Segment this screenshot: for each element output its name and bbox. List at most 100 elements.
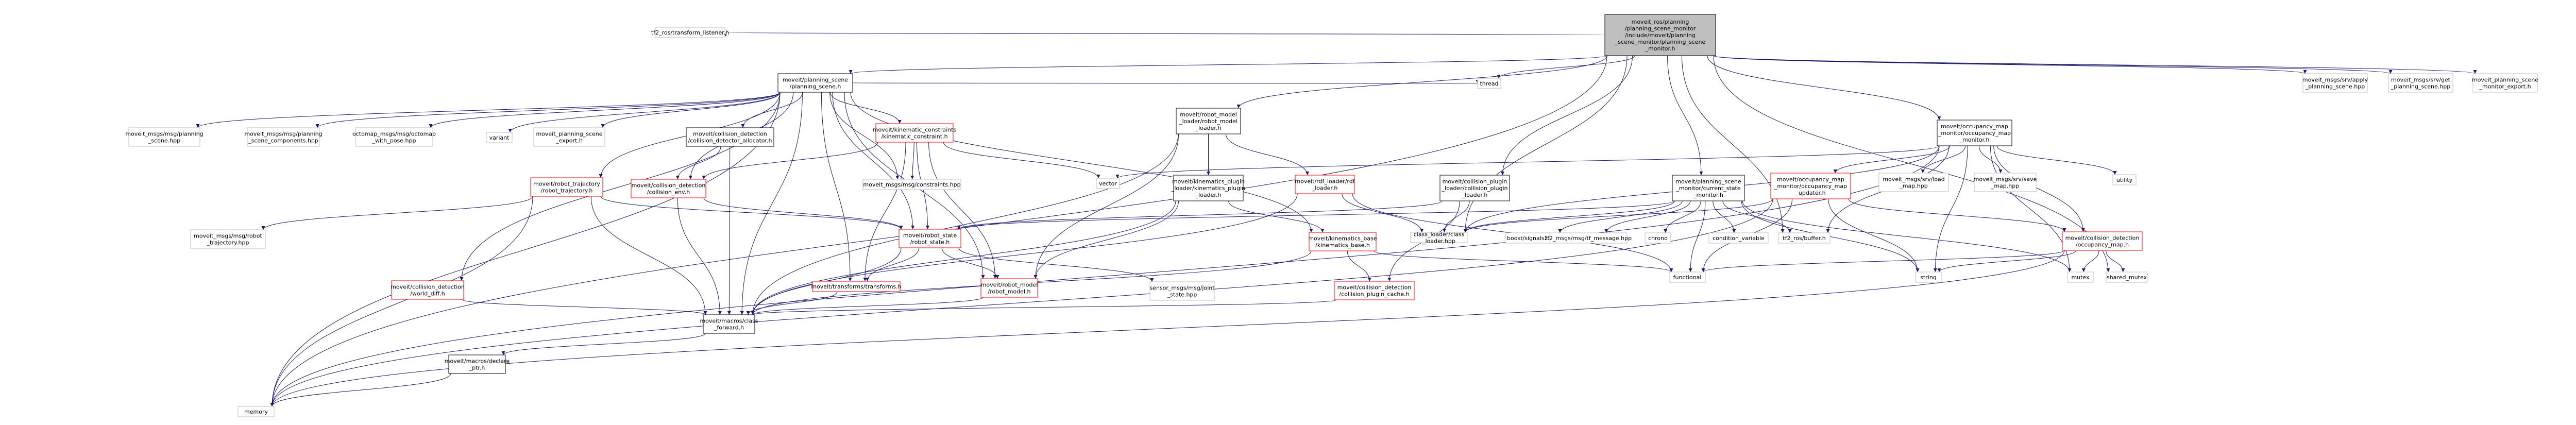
edge-planning_scene-to-robot_state — [832, 92, 915, 230]
node-signals2: boost/signals2.hpp — [1505, 232, 1563, 244]
node-occupancy-map-h[interactable]: moveit/collision_detection/occupancy_map… — [2062, 231, 2143, 251]
edge-kinematic_constraint-to-vector — [943, 142, 1100, 179]
edge-line — [429, 92, 781, 128]
edge-line — [501, 333, 706, 355]
node-robot-trajectory[interactable]: moveit/robot_trajectory/robot_trajectory… — [530, 177, 603, 197]
node-box — [128, 127, 200, 147]
node-updater[interactable]: moveit/occupancy_map_monitor/occupancy_m… — [1770, 173, 1851, 199]
node-label-line: moveit/planning_scene — [1675, 178, 1741, 185]
node-label-line: functional — [1673, 274, 1702, 281]
node-world-diff[interactable]: moveit/collision_detection/world_diff.h — [391, 280, 465, 300]
node-class-forward[interactable]: moveit/macros/class_forward.h — [700, 314, 758, 334]
edge-planning_scene-to-msg_planning_scene — [196, 92, 781, 128]
node-current-state-monitor[interactable]: moveit/planning_scene_monitor/current_st… — [1672, 175, 1745, 201]
node-label-line: _trajectory.hpp — [207, 240, 249, 246]
edge-line — [1996, 145, 2117, 175]
node-label-line: moveit_planning_scene — [2472, 77, 2538, 83]
node-label-line: /collision_plugin_cache.h — [1339, 291, 1409, 298]
edge-updater-to-memory — [270, 198, 1773, 407]
edge-line — [703, 197, 903, 230]
edge-line — [270, 92, 781, 407]
node-box — [530, 177, 603, 197]
edge-kin_plugin_loader-to-class_forward — [751, 200, 1176, 315]
node-label-line: moveit/collision_detection — [2065, 235, 2140, 242]
node-kin-plugin-loader[interactable]: moveit/kinematics_plugin_loader/kinemati… — [1171, 175, 1245, 201]
edge-kin_plugin_loader-to-robot_model — [1033, 200, 1179, 279]
node-label-line: moveit_msgs/msg/robot — [194, 233, 262, 240]
edge-line — [1342, 193, 1424, 233]
edge-line — [1667, 55, 1703, 176]
edge-robot_state-to-transforms — [865, 247, 920, 282]
edge-line — [928, 142, 997, 279]
edge-planning_scene-to-detector_allocator — [741, 92, 803, 128]
edge-line — [1848, 198, 2066, 232]
edge-line — [675, 146, 721, 180]
node-label-line: octomap_msgs/msg/octomap — [352, 131, 436, 138]
edge-line — [1833, 145, 1951, 174]
node-label-line: _planning_scene.hpp — [2391, 83, 2450, 90]
node-kinematics-base[interactable]: moveit/kinematics_base/kinematics_base.h — [1308, 232, 1377, 251]
edge-line — [1713, 55, 2392, 74]
node-kinematic-constraint[interactable]: moveit/kinematic_constraints/kinematic_c… — [873, 123, 957, 143]
edge-current_state_monitor-to-class_loader — [1463, 200, 1675, 233]
node-box — [486, 132, 513, 143]
edge-root-to-tf2_listener — [724, 32, 1605, 37]
node-box — [1309, 232, 1377, 251]
edge-line — [751, 200, 1176, 315]
edge-occupancy_map_h-to-functional — [1701, 250, 2065, 273]
node-declare-ptr[interactable]: moveit/macros/declare_ptr.h — [445, 354, 510, 374]
edge-detector_allocator-to-class_forward — [727, 146, 731, 315]
edge-line — [196, 92, 781, 128]
edge-line — [1347, 250, 1371, 282]
node-collision-env[interactable]: moveit/collision_detection/collision_env… — [631, 179, 706, 198]
node-rdf-loader[interactable]: moveit/robot_model_loader/robot_model_lo… — [1176, 108, 1241, 134]
node-label-line: _loader.h — [1312, 185, 1338, 192]
node-robot-model[interactable]: moveit/robot_model/robot_model.h — [980, 278, 1038, 298]
node-label-line: /robot_model.h — [988, 288, 1031, 295]
node-label-line: _loader/kinematics_plugin — [1171, 185, 1245, 192]
node-label-line: /collision_env.h — [647, 189, 690, 196]
node-box — [1672, 175, 1745, 201]
edge-planning_scene-to-octomap_with_pose — [429, 92, 781, 128]
node-label-line: /planning_scene_monitor — [1625, 25, 1696, 32]
edge-plugin_cache-to-class_forward — [751, 299, 1337, 315]
node-box — [391, 280, 464, 300]
edge-line — [1688, 200, 1706, 273]
node-root[interactable]: moveit_ros/planning/planning_scene_monit… — [1604, 14, 1716, 56]
edge-line — [943, 142, 1100, 179]
edge-line — [702, 142, 878, 180]
node-label-line: _scene_monitor/planning_scene — [1615, 39, 1706, 45]
node-box — [1915, 271, 1942, 283]
edge-line — [270, 250, 2065, 407]
edge-line — [270, 373, 451, 407]
node-label-line: variant — [489, 134, 510, 141]
node-box — [862, 179, 961, 190]
edge-line — [1501, 55, 1633, 176]
node-label-line: moveit/macros/declare — [445, 358, 510, 365]
node-box — [355, 127, 433, 147]
node-occupancy-map-monitor[interactable]: moveit/occupancy_map_monitor/occupancy_m… — [1937, 120, 2012, 146]
node-box — [2388, 73, 2453, 93]
node-label-line: _with_pose.hpp — [372, 138, 416, 144]
edge-occupancy_map_h-to-shared_mutex — [2106, 250, 2125, 273]
node-transforms[interactable]: moveit/transforms/transforms.h — [811, 281, 902, 292]
node-planning-scene[interactable]: moveit/planning_scene/planning_scene.h — [777, 73, 853, 93]
node-plugin-cache[interactable]: moveit/collision_detection/collision_plu… — [1334, 281, 1415, 300]
node-detector-allocator[interactable]: moveit/collision_detection/collision_det… — [686, 127, 774, 147]
node-box — [1708, 232, 1769, 244]
node-collision-plugin-loader[interactable]: moveit/collision_plugin_loader/collision… — [1439, 175, 1510, 201]
edge-line — [751, 297, 984, 315]
node-box — [1439, 175, 1510, 201]
node-label-line: moveit/kinematic_constraints — [873, 127, 957, 133]
edge-declare_ptr-to-memory — [270, 373, 451, 407]
edge-line — [1115, 145, 1940, 179]
node-robot-state[interactable]: moveit/robot_state/robot_state.h — [899, 229, 961, 248]
node-tf-message: tf2_msgs/msg/tf_message.hpp — [1545, 232, 1632, 244]
node-tf2-listener: tf2_ros/transform_listener.h — [651, 27, 729, 38]
edge-line — [1993, 145, 2085, 232]
node-label-line: moveit_msgs/srv/load — [1883, 176, 1944, 183]
node-label-line: _loader.h — [1195, 125, 1222, 131]
edge-line — [315, 92, 781, 128]
node-rdf-loader-h[interactable]: moveit/rdf_loader/rdf_loader.h — [1295, 175, 1355, 194]
